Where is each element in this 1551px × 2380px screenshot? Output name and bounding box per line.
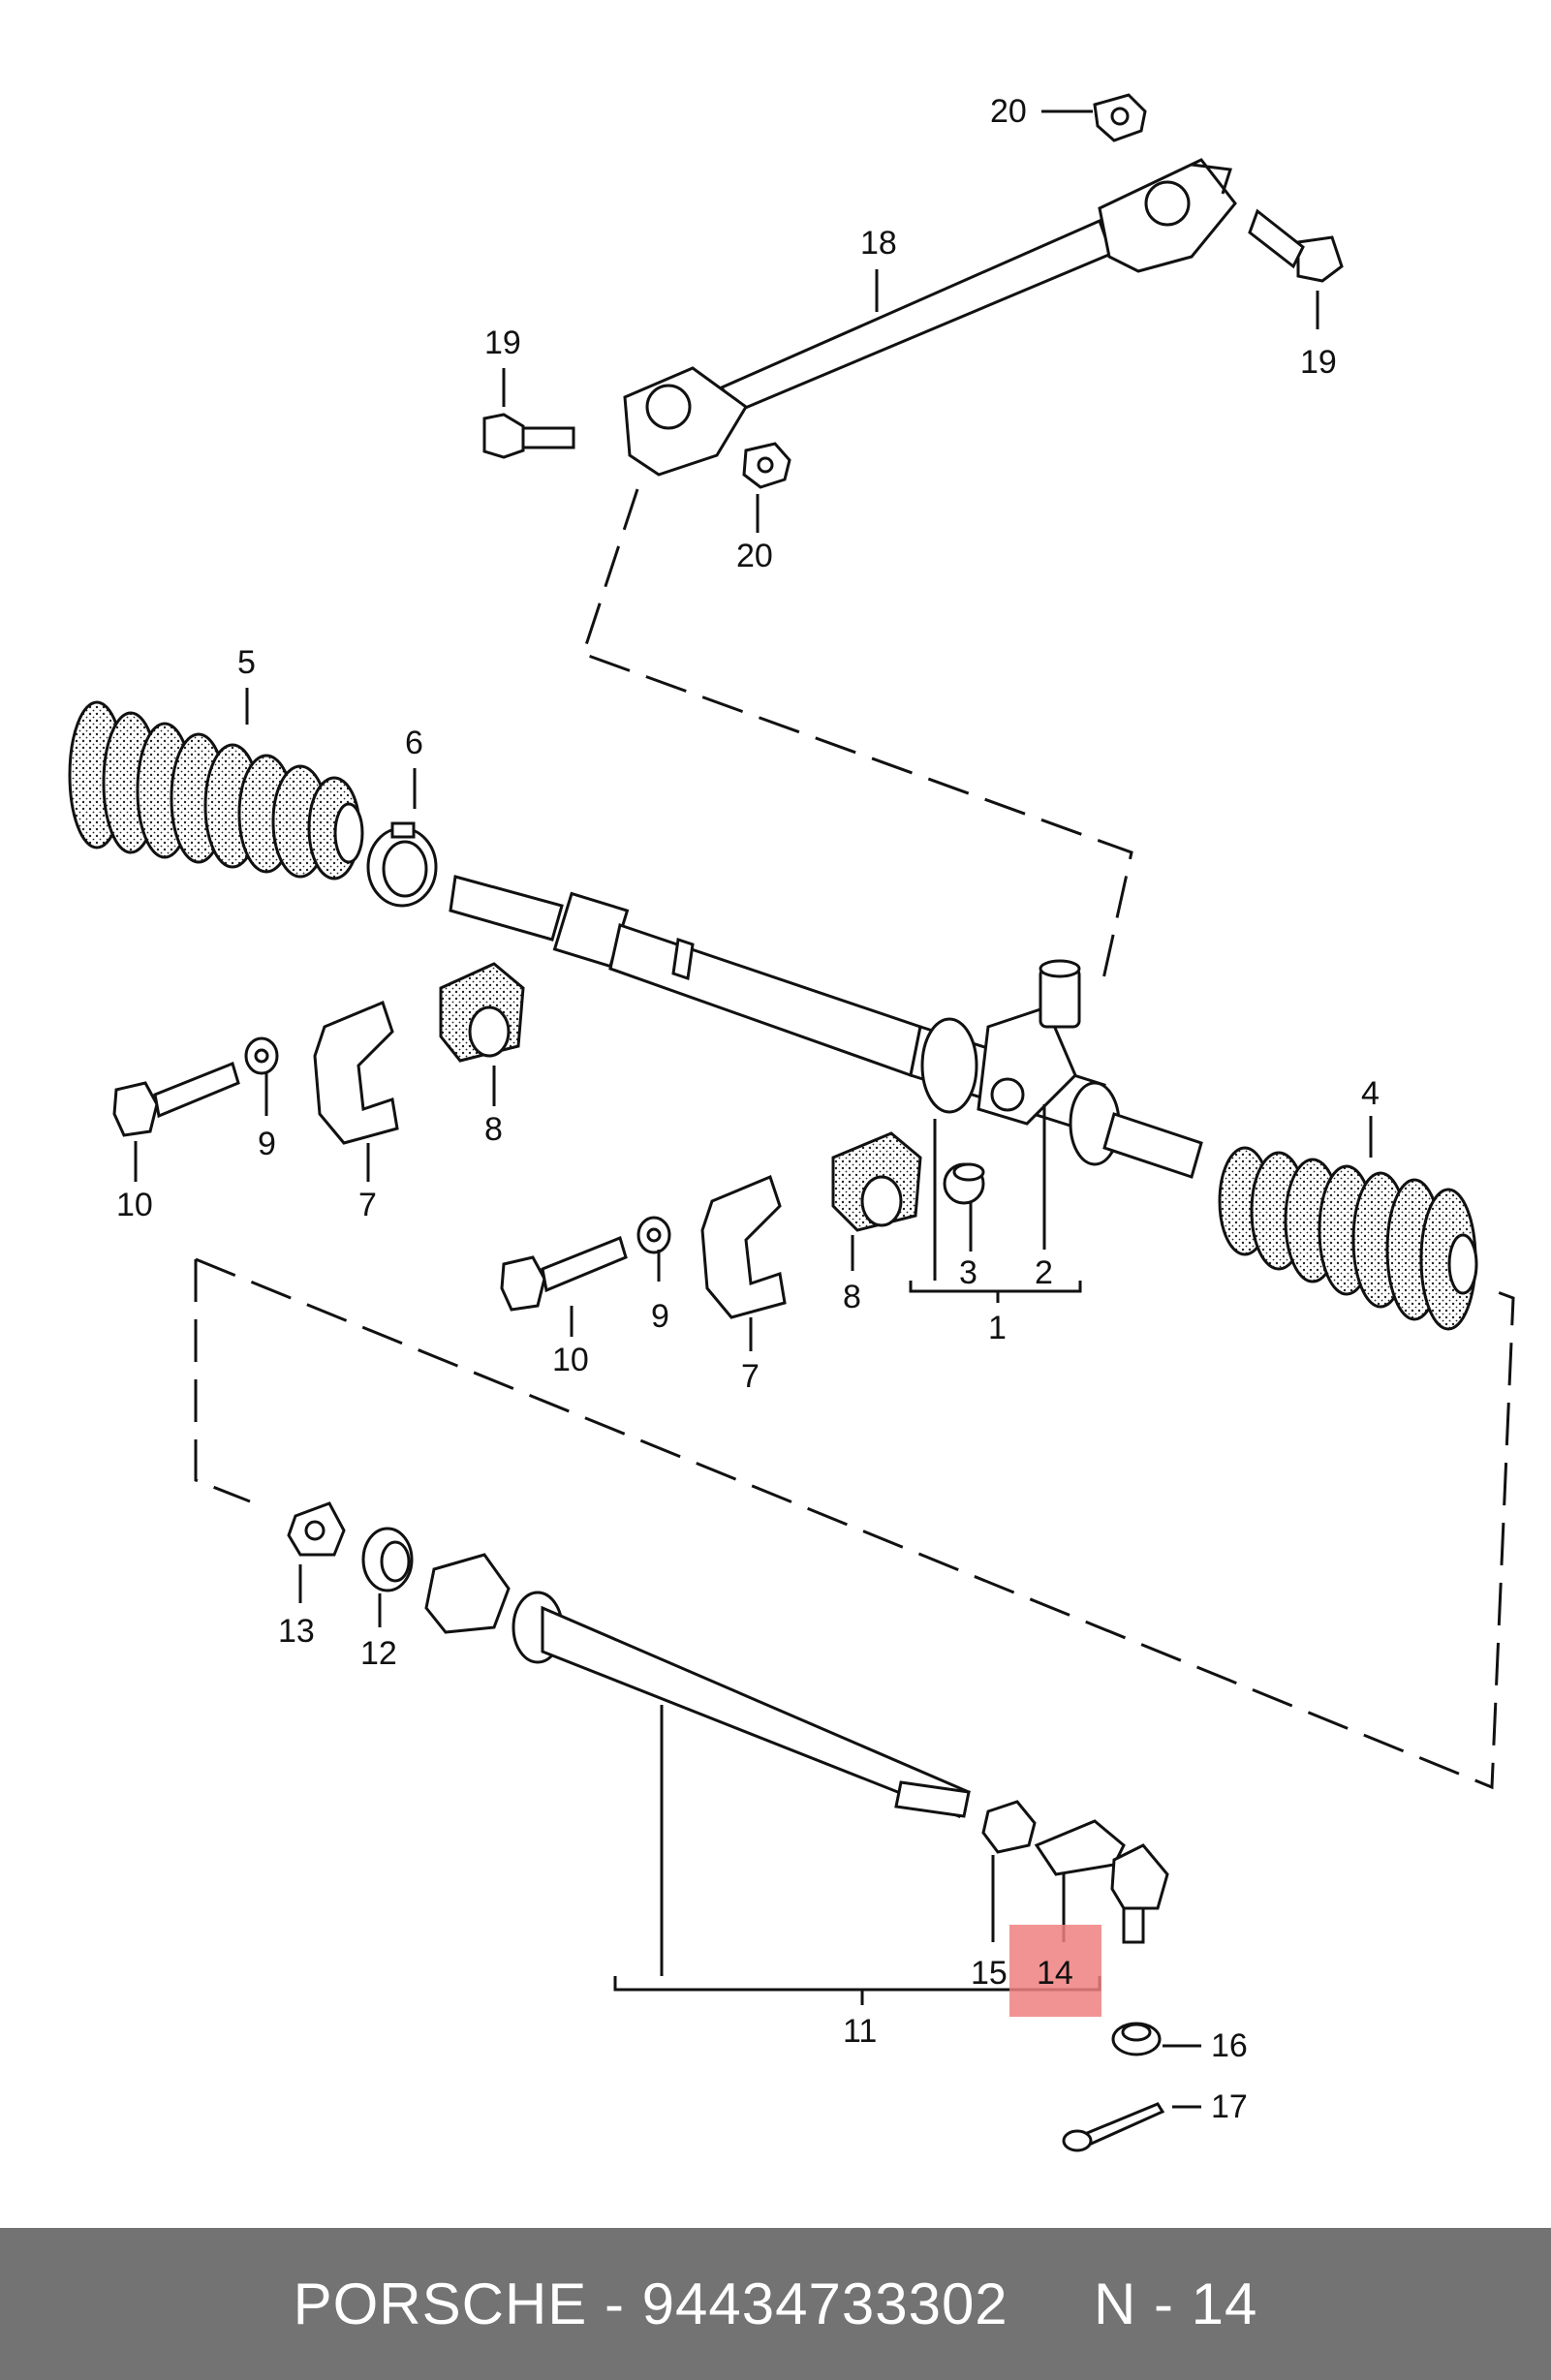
bracket-7-bottom <box>700 1174 787 1319</box>
boot-5 <box>68 700 364 881</box>
callout-19: 19 <box>484 325 521 361</box>
callout-20: 20 <box>990 93 1027 130</box>
callout-9: 9 <box>651 1298 669 1335</box>
callout-labels: 20 18 19 19 20 5 6 4 10 9 7 8 10 9 7 8 3… <box>116 93 1380 2125</box>
callout-4: 4 <box>1361 1075 1380 1112</box>
mount-8-top <box>439 962 525 1063</box>
callout-8: 8 <box>843 1279 861 1315</box>
callout-11: 11 <box>843 2013 877 2050</box>
tie-rod-assembly <box>287 1501 1169 1944</box>
bolt-10-bottom <box>500 1235 628 1312</box>
nut-20-top <box>1093 93 1147 142</box>
callout-20: 20 <box>736 538 773 574</box>
clamp-6 <box>366 821 438 908</box>
callout-13: 13 <box>278 1613 315 1650</box>
callout-7: 7 <box>741 1358 760 1395</box>
mount-8-bottom <box>831 1131 922 1232</box>
callout-15: 15 <box>971 1955 1008 1992</box>
callout-10: 10 <box>552 1342 589 1378</box>
steering-rack-exploded-diagram: 20 18 19 19 20 5 6 4 10 9 7 8 10 9 7 8 3… <box>68 93 1515 2152</box>
callout-10: 10 <box>116 1187 153 1223</box>
part-number-caption: PORSCHE - 94434733302 N - 14 <box>293 2272 1258 2336</box>
callout-6: 6 <box>405 725 423 761</box>
bolt-10-top <box>112 1061 240 1137</box>
intermediate-shaft <box>623 158 1237 477</box>
bolt-19-left <box>482 413 575 459</box>
callout-9: 9 <box>258 1126 276 1162</box>
callout-5: 5 <box>237 644 256 681</box>
washer-9-top <box>244 1036 279 1075</box>
washer-9-bottom <box>636 1216 671 1254</box>
nut-20-mid <box>742 442 791 489</box>
cap-3 <box>943 1162 985 1205</box>
steering-rack <box>449 875 1203 1179</box>
castle-nut-16 <box>1111 2022 1162 2056</box>
part-14-highlight <box>1009 1925 1101 2017</box>
callout-14: 14 <box>1037 1955 1073 1992</box>
bracket-7-top <box>313 1000 399 1145</box>
callout-7: 7 <box>358 1187 377 1223</box>
boot-4 <box>1218 1146 1478 1331</box>
callout-16: 16 <box>1211 2027 1248 2064</box>
callout-8: 8 <box>484 1111 503 1148</box>
callout-17: 17 <box>1211 2088 1248 2125</box>
callout-3: 3 <box>959 1254 977 1291</box>
callout-19: 19 <box>1300 344 1337 381</box>
bolt-19-right <box>1248 208 1344 283</box>
footer-bar: PORSCHE - 94434733302 N - 14 <box>0 2228 1551 2380</box>
callout-18: 18 <box>860 225 897 262</box>
callout-1: 1 <box>988 1310 1007 1346</box>
callout-12: 12 <box>360 1635 397 1672</box>
callout-2: 2 <box>1035 1254 1053 1291</box>
dashed-assembly-lines <box>194 488 1515 1790</box>
cotter-pin-17 <box>1062 2102 1165 2152</box>
